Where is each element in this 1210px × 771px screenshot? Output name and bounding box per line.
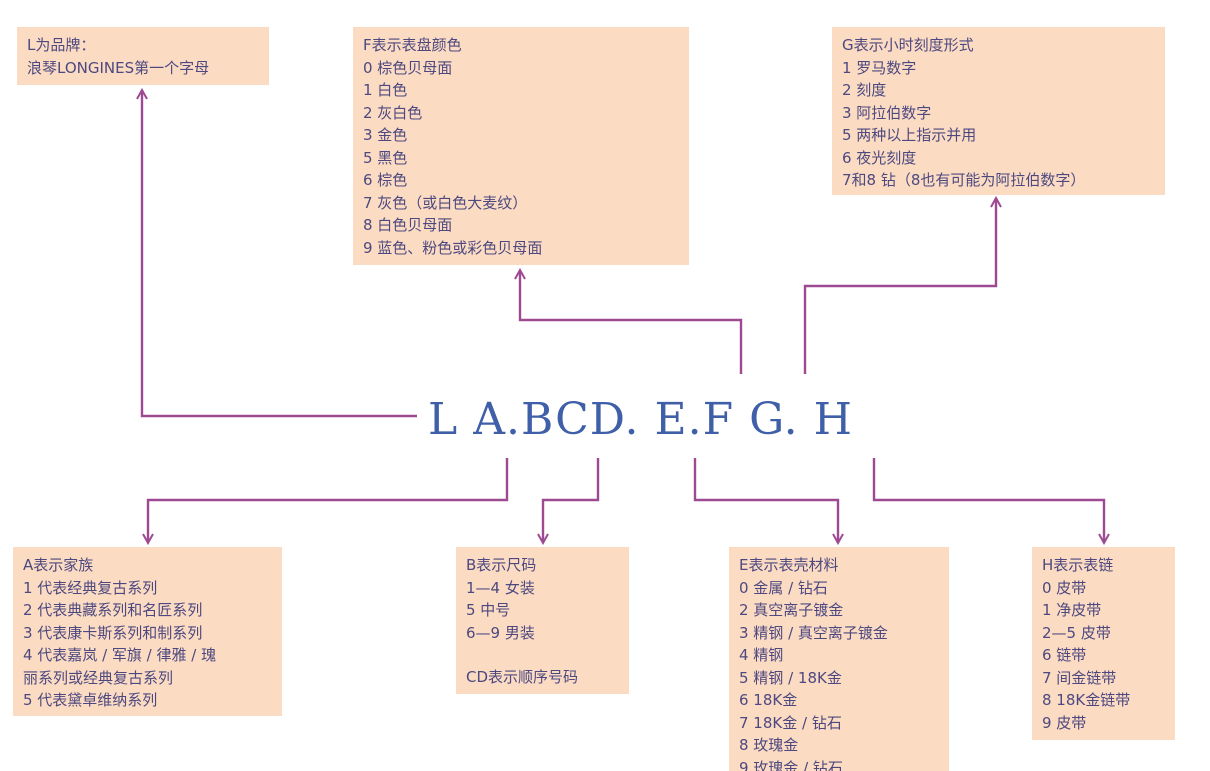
- case-material-item: 2 真空离子镀金: [739, 601, 844, 619]
- size-item: 1—4 女装: [466, 578, 535, 597]
- family-item: 1 代表经典复古系列: [23, 578, 158, 597]
- bracelet-item: 7 间金链带: [1042, 668, 1117, 687]
- case-material-item: 3 精钢 / 真空离子镀金: [739, 623, 888, 642]
- hour-marker-box: G表示小时刻度形式 1 罗马数字 2 刻度 3 阿拉伯数字 5 两种以上指示并用…: [832, 27, 1165, 195]
- dial-color-item: 2 灰白色: [363, 103, 423, 122]
- bracelet-box: H表示表链 0 皮带 1 净皮带 2—5 皮带 6 链带 7 间金链带 8 18…: [1032, 547, 1175, 740]
- dial-color-title: F表示表盘颜色: [363, 36, 462, 54]
- dial-color-item: 7 灰色（或白色大麦纹）: [363, 193, 528, 212]
- bracelet-item: 2—5 皮带: [1042, 623, 1111, 642]
- connector-b: [543, 458, 600, 543]
- family-box: A表示家族 1 代表经典复古系列 2 代表典藏系列和名匠系列 3 代表康卡斯系列…: [13, 547, 282, 716]
- connector-g: [803, 198, 996, 374]
- brand-box: L为品牌： 浪琴LONGINES第一个字母: [17, 27, 269, 85]
- hour-marker-item: 6 夜光刻度: [842, 148, 917, 167]
- case-material-item: 5 精钢 / 18K金: [739, 668, 842, 687]
- case-material-title: E表示表壳材料: [739, 556, 839, 574]
- connector-e: [693, 458, 838, 543]
- dial-color-box: F表示表盘颜色 0 棕色贝母面 1 白色 2 灰白色 3 金色 5 黑色 6 棕…: [353, 27, 689, 265]
- family-item: 4 代表嘉岚 / 军旗 / 律雅 / 瑰: [23, 646, 217, 664]
- hour-marker-title: G表示小时刻度形式: [842, 36, 974, 54]
- dial-color-item: 0 棕色贝母面: [363, 58, 453, 77]
- case-material-box: E表示表壳材料 0 金属 / 钻石 2 真空离子镀金 3 精钢 / 真空离子镀金…: [729, 547, 949, 771]
- family-item: 3 代表康卡斯系列和制系列: [23, 623, 203, 642]
- family-item: 2 代表典藏系列和名匠系列: [23, 601, 203, 619]
- connector-f: [520, 270, 743, 374]
- dial-color-item: 6 棕色: [363, 171, 408, 189]
- dial-color-item: 1 白色: [363, 81, 408, 99]
- family-item: 丽系列或经典复古系列: [23, 668, 174, 687]
- bracelet-title: H表示表链: [1042, 556, 1114, 574]
- model-code: L A.BCD. E.F G. H: [428, 394, 854, 445]
- bracelet-item: 0 皮带: [1042, 578, 1087, 597]
- family-title: A表示家族: [23, 556, 94, 574]
- hour-marker-item: 1 罗马数字: [842, 58, 917, 77]
- bracelet-item: 1 净皮带: [1042, 601, 1102, 619]
- case-material-item: 6 18K金: [739, 691, 798, 709]
- dial-color-item: 3 金色: [363, 126, 408, 144]
- size-item: 6—9 男装: [466, 623, 535, 642]
- dial-color-item: 8 白色贝母面: [363, 216, 453, 234]
- bracelet-item: 9 皮带: [1042, 713, 1087, 732]
- case-material-item: 7 18K金 / 钻石: [739, 713, 842, 732]
- case-material-item: 0 金属 / 钻石: [739, 578, 828, 597]
- connector-a: [148, 458, 509, 543]
- hour-marker-item: 2 刻度: [842, 81, 887, 99]
- dial-color-item: 9 蓝色、粉色或彩色贝母面: [363, 238, 543, 257]
- size-item: 5 中号: [466, 601, 511, 619]
- dial-color-item: 5 黑色: [363, 148, 408, 167]
- hour-marker-item: 5 两种以上指示并用: [842, 126, 977, 144]
- case-material-item: 4 精钢: [739, 646, 784, 664]
- sequence-note: CD表示顺序号码: [466, 668, 579, 686]
- bracelet-item: 6 链带: [1042, 646, 1087, 664]
- hour-marker-item: 7和8 钻（8也有可能为阿拉伯数字）: [842, 171, 1086, 189]
- brand-title: L为品牌：: [27, 36, 96, 54]
- connector-l: [142, 90, 417, 418]
- brand-line: 浪琴LONGINES第一个字母: [27, 58, 210, 77]
- size-box: B表示尺码 1—4 女装 5 中号 6—9 男装 CD表示顺序号码: [456, 547, 629, 694]
- size-spacer: [466, 644, 619, 666]
- hour-marker-item: 3 阿拉伯数字: [842, 103, 932, 122]
- case-material-item: 8 玫瑰金: [739, 736, 799, 754]
- connector-h: [872, 458, 1104, 543]
- family-item: 5 代表黛卓维纳系列: [23, 691, 158, 709]
- size-title: B表示尺码: [466, 556, 537, 574]
- case-material-item: 9 玫瑰金 / 钻石: [739, 758, 843, 771]
- bracelet-item: 8 18K金链带: [1042, 691, 1131, 709]
